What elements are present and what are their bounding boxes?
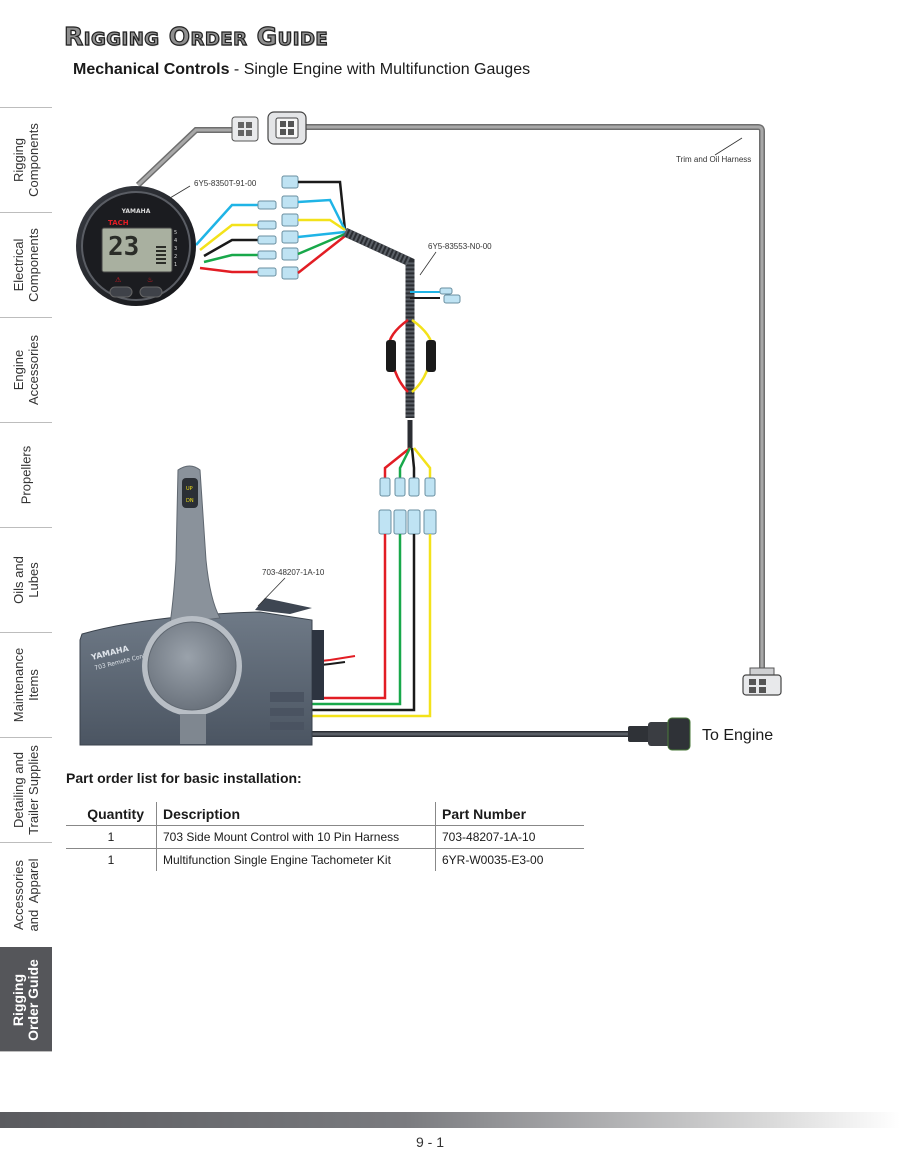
four-wire-connectors bbox=[378, 477, 437, 535]
gauge-pigtail-connectors bbox=[257, 175, 299, 280]
tab-propellers[interactable]: Propellers bbox=[0, 422, 52, 527]
gauge-scale: 5 4 3 2 1 bbox=[174, 230, 177, 268]
gauge-wires bbox=[195, 203, 258, 274]
page-subtitle: Mechanical Controls - Single Engine with… bbox=[73, 61, 530, 79]
cell-quantity: 1 bbox=[66, 825, 157, 849]
control-wires bbox=[311, 534, 432, 718]
tab-rigging-order-guide[interactable]: Rigging Order Guide bbox=[0, 947, 52, 1052]
page-number: 9 - 1 bbox=[415, 1134, 444, 1150]
four-wire-breakout bbox=[383, 447, 432, 478]
harness-side-connectors bbox=[410, 287, 461, 304]
cell-part-number: 6YR-W0035-E3-00 bbox=[442, 853, 544, 867]
gauge-button-left bbox=[109, 286, 133, 298]
label-harness-part: 6Y5-83553-N0-00 bbox=[428, 242, 492, 251]
gauge-scale-mark: 5 bbox=[174, 230, 177, 236]
connector-right-end bbox=[742, 667, 782, 696]
column-header-part-number: Part Number bbox=[435, 802, 584, 826]
tab-electrical-components[interactable]: Electrical Components bbox=[0, 212, 52, 317]
engine-cable bbox=[312, 717, 691, 751]
gauge-button-right bbox=[139, 286, 163, 298]
gauge-scale-mark: 1 bbox=[174, 262, 177, 268]
side-mount-control: YAMAHA 703 Remote Control UP DN bbox=[79, 465, 324, 746]
parts-table: Quantity Description Part Number 1 703 S… bbox=[66, 802, 584, 871]
label-control-part: 703-48207-1A-10 bbox=[262, 568, 325, 577]
oil-icon: ♨ bbox=[147, 276, 153, 284]
to-engine-label: To Engine bbox=[702, 727, 774, 744]
gauge-scale-mark: 3 bbox=[174, 246, 177, 252]
gauge-brand: YAMAHA bbox=[121, 208, 151, 215]
table-row: 1 703 Side Mount Control with 10 Pin Har… bbox=[66, 825, 584, 849]
parts-heading: Part order list for basic installation: bbox=[66, 770, 302, 786]
tachometer-gauge: YAMAHA TACH 23 5 4 3 2 1 ⚠ ♨ bbox=[76, 186, 196, 306]
label-trim-oil-harness: Trim and Oil Harness bbox=[676, 155, 751, 164]
cell-quantity: 1 bbox=[66, 848, 157, 871]
subtitle-rest: - Single Engine with Multifunction Gauge… bbox=[229, 61, 531, 78]
subtitle-bold: Mechanical Controls bbox=[73, 61, 230, 78]
cell-description: Multifunction Single Engine Tachometer K… bbox=[156, 848, 436, 871]
footer-bar bbox=[0, 1112, 900, 1128]
cell-description: 703 Side Mount Control with 10 Pin Harne… bbox=[156, 825, 436, 849]
main-harness bbox=[343, 227, 415, 448]
trim-up-button: UP bbox=[186, 486, 193, 492]
gauge-scale-mark: 4 bbox=[174, 238, 177, 244]
trim-down-button: DN bbox=[186, 498, 194, 504]
table-row: 1 Multifunction Single Engine Tachometer… bbox=[66, 848, 584, 871]
page-title: Rigging Order Guide bbox=[63, 21, 329, 51]
tab-rigging-components[interactable]: Rigging Components bbox=[0, 107, 52, 212]
cell-part-number: 703-48207-1A-10 bbox=[435, 825, 584, 849]
warning-icon: ⚠ bbox=[115, 276, 122, 284]
label-gauge-part: 6Y5-8350T-91-00 bbox=[194, 179, 257, 188]
column-header-quantity: Quantity bbox=[66, 802, 157, 826]
tab-engine-accessories[interactable]: Engine Accessories bbox=[0, 317, 52, 422]
gauge-scale-mark: 2 bbox=[174, 254, 177, 260]
tab-maintenance-items[interactable]: Maintenance Items bbox=[0, 632, 52, 737]
tab-accessories-apparel[interactable]: Accessories and Apparel bbox=[0, 842, 52, 947]
fuse-loops bbox=[386, 318, 436, 393]
tab-oils-and-lubes[interactable]: Oils and Lubes bbox=[0, 527, 52, 632]
column-header-description: Description bbox=[156, 802, 436, 826]
connector-female-top bbox=[267, 111, 307, 145]
side-tab-nav: Rigging Components Electrical Components… bbox=[0, 107, 52, 1052]
harness-fan-wires bbox=[297, 180, 347, 274]
trim-oil-harness bbox=[135, 124, 765, 668]
tab-detailing-trailer-supplies[interactable]: Detailing and Trailer Supplies bbox=[0, 737, 52, 842]
connector-male-top bbox=[231, 116, 259, 142]
gauge-reading: 23 bbox=[108, 232, 139, 262]
gauge-mode: TACH bbox=[108, 219, 129, 227]
table-header-row: Quantity Description Part Number bbox=[66, 802, 584, 826]
